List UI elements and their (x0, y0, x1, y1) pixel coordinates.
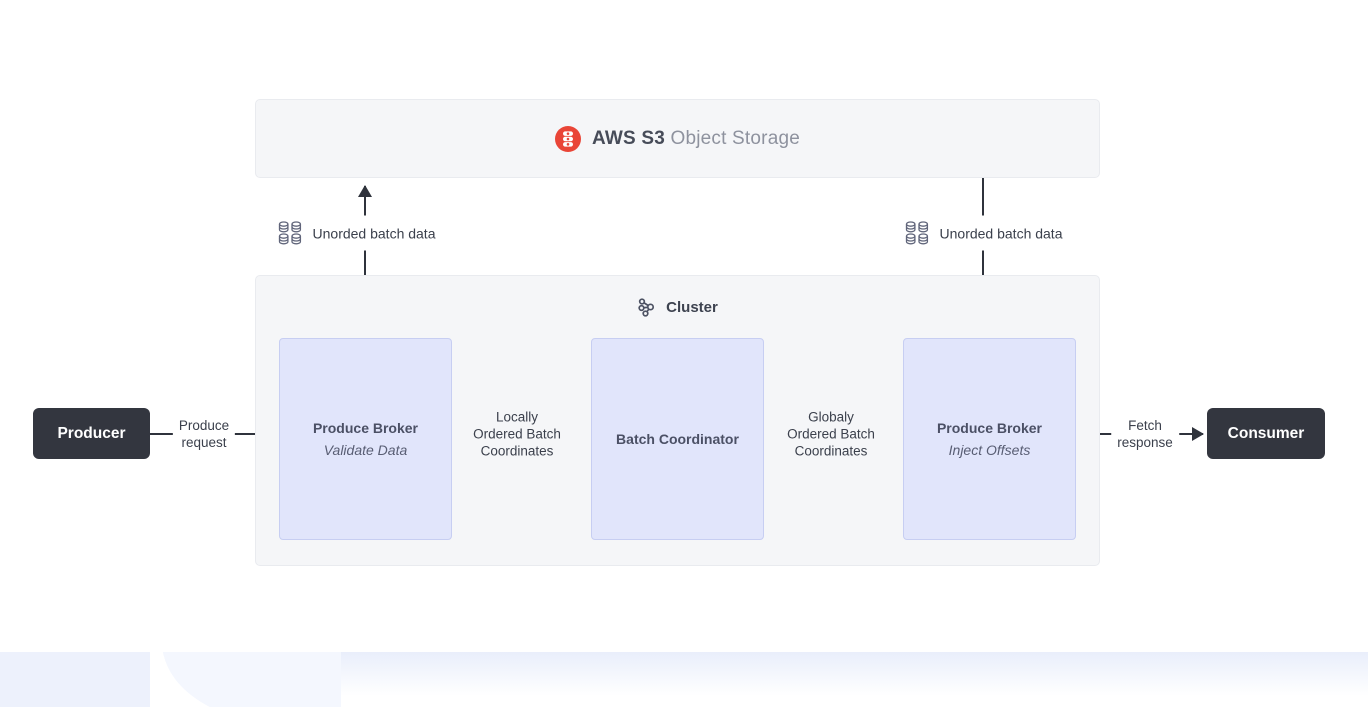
node-subtitle: Inject Offsets (948, 442, 1031, 458)
node-producer: Producer (33, 408, 150, 459)
edge-label-locally-ordered: Locally Ordered Batch Coordinates (467, 406, 567, 462)
node-title: Produce Broker (312, 420, 419, 436)
edge-label-produce-request: Produce request (172, 415, 236, 453)
s3-bucket-icon (554, 125, 581, 152)
node-subtitle: Validate Data (323, 442, 408, 458)
node-produce-broker-validate: Produce Broker Validate Data (279, 338, 452, 540)
node-consumer: Consumer (1207, 408, 1325, 459)
node-title: Batch Coordinator (616, 431, 739, 447)
network-icon (638, 298, 655, 317)
node-batch-coordinator: Batch Coordinator (591, 338, 764, 540)
database-grid-icon (905, 221, 929, 245)
edge-label-fetch-response: Fetch response (1111, 415, 1179, 453)
edge-label-unordered-batch-left: Unorded batch data (270, 215, 444, 251)
footer-band (0, 652, 1368, 707)
database-grid-icon (278, 221, 302, 245)
unordered-batch-label: Unorded batch data (312, 225, 436, 241)
s3-panel-title: AWS S3 Object Storage (592, 128, 800, 150)
node-title: Produce Broker (936, 420, 1043, 436)
edge-label-unordered-batch-right: Unorded batch data (897, 215, 1071, 251)
s3-type: Object Storage (670, 127, 801, 149)
edge-label-globally-ordered: Globaly Ordered Batch Coordinates (781, 406, 881, 462)
node-produce-broker-inject: Produce Broker Inject Offsets (903, 338, 1076, 540)
s3-storage-panel: AWS S3 Object Storage (255, 99, 1100, 178)
s3-name: AWS S3 (591, 127, 665, 149)
cluster-label: Cluster (666, 298, 718, 316)
cluster-heading: Cluster (255, 297, 1100, 317)
unordered-batch-label: Unorded batch data (939, 225, 1063, 241)
